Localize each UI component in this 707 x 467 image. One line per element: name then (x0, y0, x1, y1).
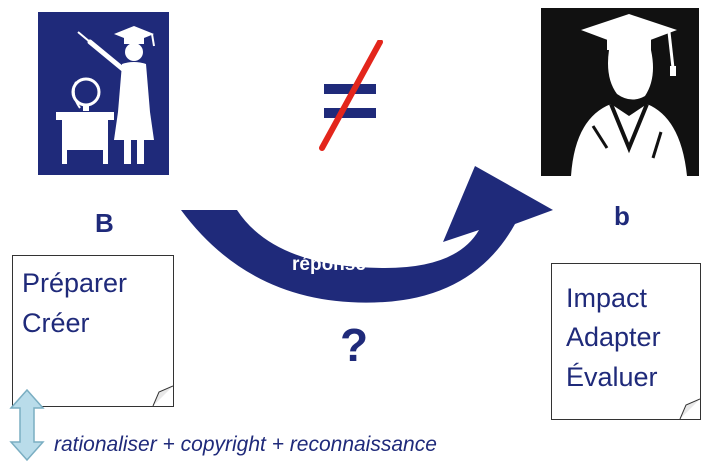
student-letter: b (614, 201, 630, 231)
bottom-caption: rationaliser + copyright + reconnaissanc… (54, 433, 437, 456)
right-note-line-1: Impact (566, 283, 648, 313)
response-arrow (175, 160, 565, 310)
graduate-icon (541, 8, 699, 176)
left-note-line-2: Créer (22, 308, 90, 338)
question-mark: ? (340, 319, 369, 371)
teacher-letter: B (95, 208, 114, 238)
right-note-line-2: Adapter (566, 322, 661, 352)
response-label: réponse (292, 254, 366, 275)
left-note-line-1: Préparer (22, 268, 128, 298)
teacher-icon (38, 12, 169, 175)
double-arrow-icon (8, 388, 46, 462)
right-note (551, 263, 701, 420)
left-note (12, 255, 174, 407)
not-equal-icon (316, 39, 386, 152)
right-note-line-3: Évaluer (566, 362, 658, 392)
